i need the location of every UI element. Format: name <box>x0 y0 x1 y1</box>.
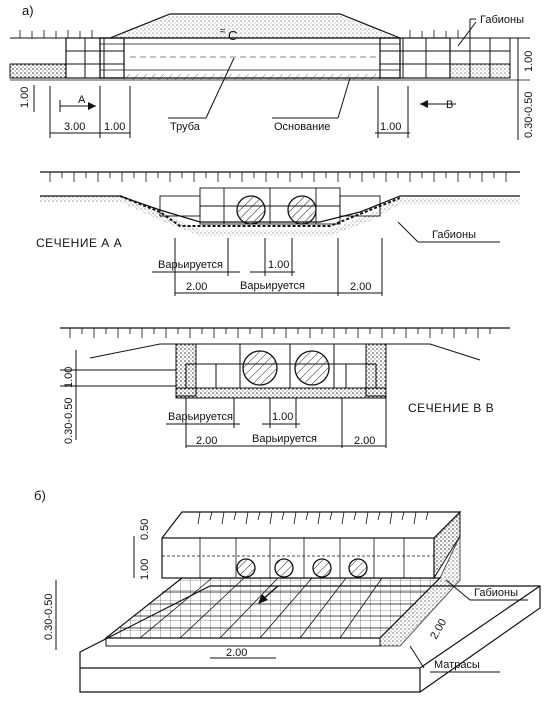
gabions-label-aa: Габионы <box>432 229 476 241</box>
section-aa-ticks <box>49 172 507 182</box>
pipe-outlet-4 <box>348 558 368 578</box>
section-a-marker: A <box>78 94 86 106</box>
panel-a-top-view: а) ≈ C <box>9 3 535 140</box>
ground-ticks-left <box>19 30 471 38</box>
dim-3-00: 3.00 <box>64 121 85 133</box>
pipe-label: Труба <box>170 121 201 133</box>
section-bb: 1.00 0.30-0.50 СЕЧЕНИЕ В В Варьируется 1… <box>60 327 510 448</box>
base-leader <box>337 77 351 119</box>
section-aa: Габионы СЕЧЕНИЕ А А Варьируется 1.00 2.0… <box>36 171 520 296</box>
pipe-cross-section-bb-right <box>294 350 330 386</box>
section-aa-varies-1: Варьируется <box>158 259 223 271</box>
section-bb-dim-1-00-vert: 1.00 <box>63 367 75 388</box>
panel-b-label: б) <box>34 488 46 503</box>
section-aa-dim-2-00-left: 2.00 <box>186 281 207 293</box>
mattresses-label: Матрасы <box>434 659 480 671</box>
gabion-block-left <box>9 37 125 79</box>
section-aa-gabions <box>159 187 381 225</box>
section-aa-varies-2: Варьируется <box>240 280 305 292</box>
embankment-fill <box>112 16 398 38</box>
pipe-outlet-2 <box>274 558 294 578</box>
section-bb-dim-2-00-left: 2.00 <box>196 435 217 447</box>
pipe-cross-section-right <box>287 195 317 225</box>
iso-dim-2-00-front: 2.00 <box>226 647 247 659</box>
iso-dim-1-00: 1.00 <box>139 559 151 580</box>
section-bb-varies-2: Варьируется <box>252 433 317 445</box>
isometric-top-ticks <box>197 511 429 525</box>
dim-range-top: 0.30-0.50 <box>523 92 535 138</box>
side-gabion-apron <box>379 535 461 647</box>
base-label: Основание <box>274 121 330 133</box>
pipe-cross-section-bb-left <box>242 350 278 386</box>
panel-b-isometric: б) <box>34 488 541 693</box>
gabions-leader <box>457 21 477 47</box>
dim-1-00-left: 1.00 <box>104 121 125 133</box>
section-aa-dim-1-00: 1.00 <box>268 259 289 271</box>
gabions-label-iso: Габионы <box>474 587 518 599</box>
dim-1-00-right: 1.00 <box>380 121 401 133</box>
section-b-marker: B <box>446 99 453 111</box>
section-aa-gabion-lining <box>119 195 401 227</box>
gabions-label-top: Габионы <box>480 14 524 26</box>
section-aa-title: СЕЧЕНИЕ А А <box>36 236 122 250</box>
panel-a-label: а) <box>22 3 34 18</box>
embankment-outline <box>109 13 401 39</box>
section-bb-base <box>175 387 387 399</box>
section-bb-title: СЕЧЕНИЕ В В <box>408 401 494 415</box>
section-bb-dim-2-00-right: 2.00 <box>354 435 375 447</box>
section-bb-gabions <box>185 343 377 389</box>
section-aa-dim-2-00-right: 2.00 <box>350 281 371 293</box>
pipe-leader <box>205 57 235 119</box>
iso-dim-2-00-side: 2.00 <box>428 617 449 642</box>
pipe-outlet-1 <box>236 558 256 578</box>
pipe-outlet-3 <box>312 558 332 578</box>
dim-1-00-right-vert: 1.00 <box>523 51 535 72</box>
gabion-wall-front <box>161 537 435 579</box>
section-bb-ticks <box>69 328 491 338</box>
iso-dim-range: 0.30-0.50 <box>43 594 55 640</box>
pipe-base-hatch <box>124 74 380 80</box>
iso-dim-0-50: 0.50 <box>139 519 151 540</box>
section-bb-varies-1: Варьируется <box>168 411 233 423</box>
dim-1-00-vert-top: 1.00 <box>19 87 31 108</box>
section-bb-dim-range: 0.30-0.50 <box>63 398 75 444</box>
gabion-block-right <box>379 37 511 79</box>
pipe-cross-section-left <box>236 195 266 225</box>
section-bb-dim-1-00: 1.00 <box>272 411 293 423</box>
svg-text:≈: ≈ <box>220 26 226 37</box>
svg-text:C: C <box>228 28 237 43</box>
